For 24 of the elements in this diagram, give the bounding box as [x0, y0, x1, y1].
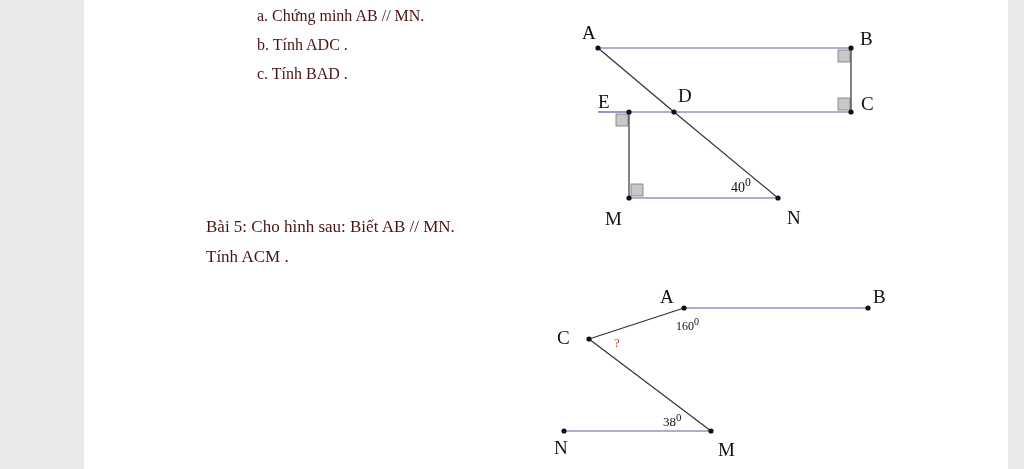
- exercise-text: c. Tính BAD .: [257, 66, 348, 82]
- angle-label: 38$^{0}$: [663, 412, 682, 429]
- point-label: M: [718, 440, 735, 459]
- angle-label: ?: [614, 336, 620, 349]
- point-label: A: [660, 287, 674, 306]
- point-label: D: [678, 86, 692, 105]
- exercise-text: Tính ACM .: [206, 248, 289, 265]
- angle-label: 160$^{0}$: [676, 317, 699, 332]
- point-label: N: [787, 208, 801, 227]
- line-segment: [673, 111, 779, 199]
- line-segment: [597, 47, 675, 113]
- point-label: M: [605, 209, 622, 228]
- point-label: B: [860, 29, 873, 48]
- point-label: A: [582, 23, 596, 42]
- exercise-text: Bài 5: Cho hình sau: Biết AB // MN.: [206, 218, 455, 235]
- exercise-text: a. Chứng minh AB // MN.: [257, 8, 425, 24]
- point-label: E: [598, 92, 610, 111]
- angle-label: 40$^{0}$: [731, 177, 751, 195]
- line-segment: [588, 338, 712, 432]
- point-label: N: [554, 438, 568, 457]
- point-label: B: [873, 287, 886, 306]
- point-label: C: [861, 94, 874, 113]
- exercise-text: b. Tính ADC .: [257, 37, 348, 53]
- point-label: C: [557, 328, 570, 347]
